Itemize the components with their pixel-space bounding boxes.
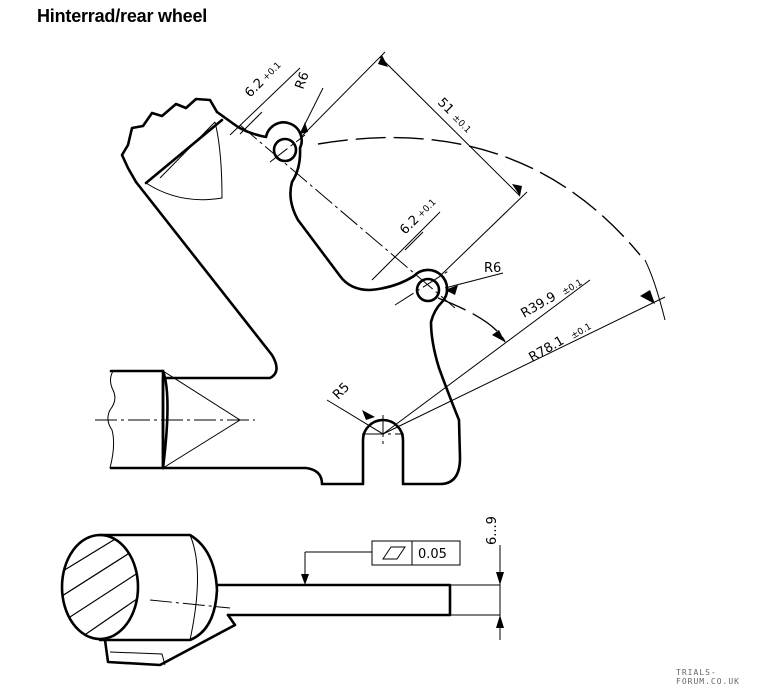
radius-leader-lines xyxy=(326,279,666,435)
dim-thickness-label: 6...9 xyxy=(485,516,500,545)
middle-hole xyxy=(415,277,441,303)
hole-centerlines xyxy=(239,124,456,448)
dim-hole-top-tol: +0.1 xyxy=(261,61,284,84)
shaft-cone-left xyxy=(95,369,255,470)
outer-arc-end xyxy=(644,259,666,321)
dim-r39-label: R39.9 xyxy=(519,289,559,321)
drawing-title: Hinterrad/rear wheel xyxy=(37,6,208,26)
flatness-icon xyxy=(382,546,406,560)
dimension-51: 51 ±0.1 xyxy=(301,51,528,277)
dim-radius-top-label: R6 xyxy=(293,70,313,91)
section-hatching xyxy=(62,535,138,639)
dim-r5-label: R5 xyxy=(330,380,353,403)
outer-arc-dashed xyxy=(317,136,641,256)
dim-radius-mid-label: R6 xyxy=(484,261,501,276)
lever-plate-outline xyxy=(120,97,462,486)
dimension-thickness: 6...9 xyxy=(485,516,504,640)
dim-r78-tol: ±0.1 xyxy=(570,322,594,342)
cylinder-section xyxy=(60,533,140,641)
dimension-hole-mid: 6.2 +0.1 R6 xyxy=(371,198,504,289)
tolerance-value: 0.05 xyxy=(418,547,447,562)
dim-51-tol: ±0.1 xyxy=(450,113,473,136)
dim-r39-tol: ±0.1 xyxy=(561,278,585,298)
arrow-heads xyxy=(300,55,655,420)
dim-r78-label: R78.1 xyxy=(527,333,567,365)
tolerance-frame: 0.05 xyxy=(301,540,461,585)
top-hole xyxy=(272,137,298,163)
